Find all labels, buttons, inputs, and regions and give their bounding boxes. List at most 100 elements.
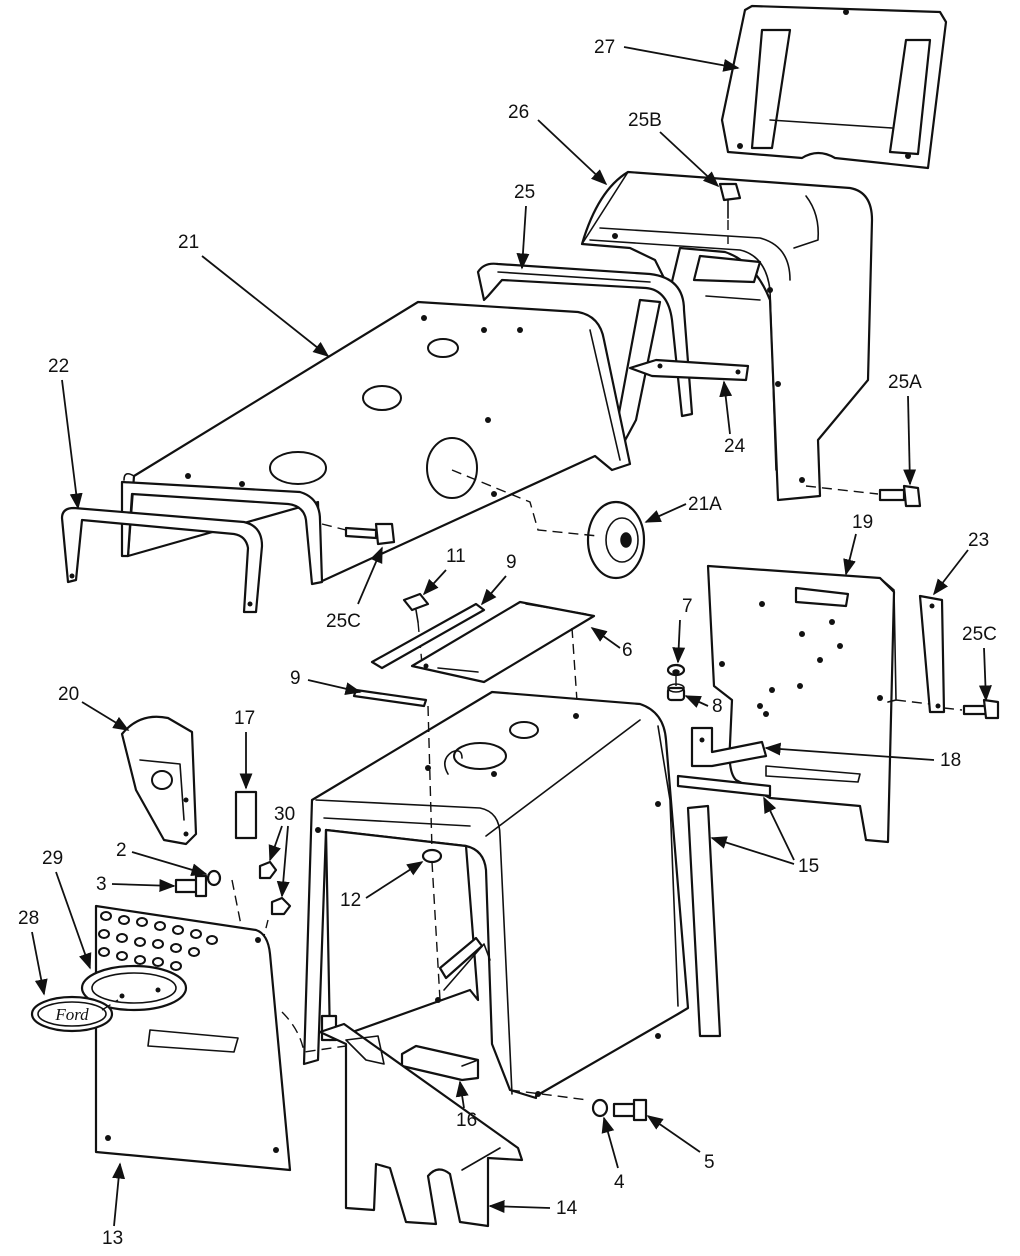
part-6-tray xyxy=(410,600,596,684)
svg-text:11: 11 xyxy=(446,546,466,567)
callout-18: 18 xyxy=(764,742,961,771)
svg-text:12: 12 xyxy=(340,890,361,911)
callout-21A: 21A xyxy=(644,494,722,523)
part-30-nut-lower xyxy=(270,896,292,916)
callout-22: 22 xyxy=(48,356,83,510)
callout-8: 8 xyxy=(684,695,723,717)
callout-27: 27 xyxy=(594,37,740,72)
callout-25A: 25A xyxy=(888,372,922,486)
svg-text:15: 15 xyxy=(798,856,819,877)
part-11-fitting xyxy=(402,592,430,623)
callout-28: 28 xyxy=(18,908,48,996)
callout-7: 7 xyxy=(672,596,693,664)
svg-text:25C: 25C xyxy=(326,611,361,632)
callout-9-top: 9 xyxy=(480,552,517,606)
svg-text:17: 17 xyxy=(234,708,255,729)
part-28-ford-emblem: Ford xyxy=(30,995,114,1033)
part-29-emblem-frame xyxy=(80,964,188,1012)
part-17-block xyxy=(234,790,258,840)
part-21a-disc xyxy=(586,500,646,580)
part-15-strip-horizontal xyxy=(676,774,772,798)
part-5-bolt xyxy=(612,1098,648,1122)
svg-text:4: 4 xyxy=(614,1172,625,1193)
part-19-instrument-panel xyxy=(706,564,897,844)
part-25c-bolt-left xyxy=(344,522,396,546)
part-25a-bolt xyxy=(878,484,922,508)
svg-text:7: 7 xyxy=(682,596,693,617)
callout-13: 13 xyxy=(102,1162,126,1249)
svg-text:22: 22 xyxy=(48,356,69,377)
svg-text:9: 9 xyxy=(290,668,301,689)
part-12-grommet xyxy=(421,848,443,864)
svg-text:21: 21 xyxy=(178,232,199,253)
callout-3: 3 xyxy=(96,874,176,895)
callout-14: 14 xyxy=(488,1198,578,1219)
svg-text:19: 19 xyxy=(852,512,873,533)
part-14-skid-plate xyxy=(318,1022,524,1228)
callout-4: 4 xyxy=(601,1116,625,1193)
callout-2: 2 xyxy=(116,840,208,877)
svg-text:8: 8 xyxy=(712,696,723,717)
part-24-bracket xyxy=(628,358,750,382)
svg-text:20: 20 xyxy=(58,684,79,705)
svg-text:25A: 25A xyxy=(888,372,922,393)
svg-text:21A: 21A xyxy=(688,494,722,515)
part-18-bracket xyxy=(690,726,768,768)
svg-text:27: 27 xyxy=(594,37,615,58)
callout-6: 6 xyxy=(590,627,633,661)
callout-25: 25 xyxy=(514,182,535,270)
svg-text:25C: 25C xyxy=(962,624,997,645)
svg-text:25B: 25B xyxy=(628,110,662,131)
callout-16: 16 xyxy=(455,1080,477,1131)
part-25-center-frame xyxy=(476,262,694,448)
part-7-grommet xyxy=(666,663,686,677)
svg-text:25: 25 xyxy=(514,182,535,203)
part-13-grille-panel xyxy=(94,904,292,1172)
svg-text:26: 26 xyxy=(508,102,529,123)
svg-text:18: 18 xyxy=(940,750,961,771)
callout-12: 12 xyxy=(340,861,424,911)
callout-20: 20 xyxy=(58,684,130,731)
callout-29: 29 xyxy=(42,848,92,970)
part-22-front-frame xyxy=(60,506,264,614)
svg-text:6: 6 xyxy=(622,640,633,661)
part-23-strip xyxy=(918,594,946,714)
svg-text:5: 5 xyxy=(704,1152,715,1173)
callout-23: 23 xyxy=(933,530,989,596)
callout-19: 19 xyxy=(843,512,873,576)
part-3-bolt xyxy=(174,874,208,898)
part-9-strip-left xyxy=(352,688,428,708)
part-4-washer xyxy=(591,1098,609,1118)
svg-text:28: 28 xyxy=(18,908,39,929)
part-27-rear-panel xyxy=(720,4,948,170)
callout-15: 15 xyxy=(710,796,819,877)
callout-17: 17 xyxy=(234,708,255,790)
callout-26: 26 xyxy=(508,102,608,186)
ford-logo-text: Ford xyxy=(54,1005,89,1024)
callout-5: 5 xyxy=(646,1115,715,1173)
callout-11: 11 xyxy=(422,546,466,596)
part-30-nut-upper xyxy=(258,860,278,880)
part-9-strip-top xyxy=(370,602,486,670)
part-8-grommet xyxy=(666,683,686,702)
part-20-cover xyxy=(120,715,198,846)
svg-text:3: 3 xyxy=(96,874,107,895)
svg-text:9: 9 xyxy=(506,552,517,573)
callout-25C-left: 25C xyxy=(326,546,383,632)
callout-25B: 25B xyxy=(628,110,720,188)
callout-25C-right: 25C xyxy=(962,624,997,702)
callout-21: 21 xyxy=(178,232,330,358)
svg-text:14: 14 xyxy=(556,1198,578,1219)
svg-text:29: 29 xyxy=(42,848,63,869)
svg-text:30: 30 xyxy=(274,804,295,825)
callout-30: 30 xyxy=(268,804,295,898)
part-26-rear-cowl xyxy=(580,170,874,502)
part-21-hood xyxy=(120,300,632,586)
svg-text:2: 2 xyxy=(116,840,127,861)
part-25b-bolt xyxy=(718,182,742,219)
svg-text:16: 16 xyxy=(456,1110,477,1131)
callout-9-left: 9 xyxy=(290,668,362,696)
callout-24: 24 xyxy=(719,380,746,457)
grille-holes xyxy=(98,911,218,971)
